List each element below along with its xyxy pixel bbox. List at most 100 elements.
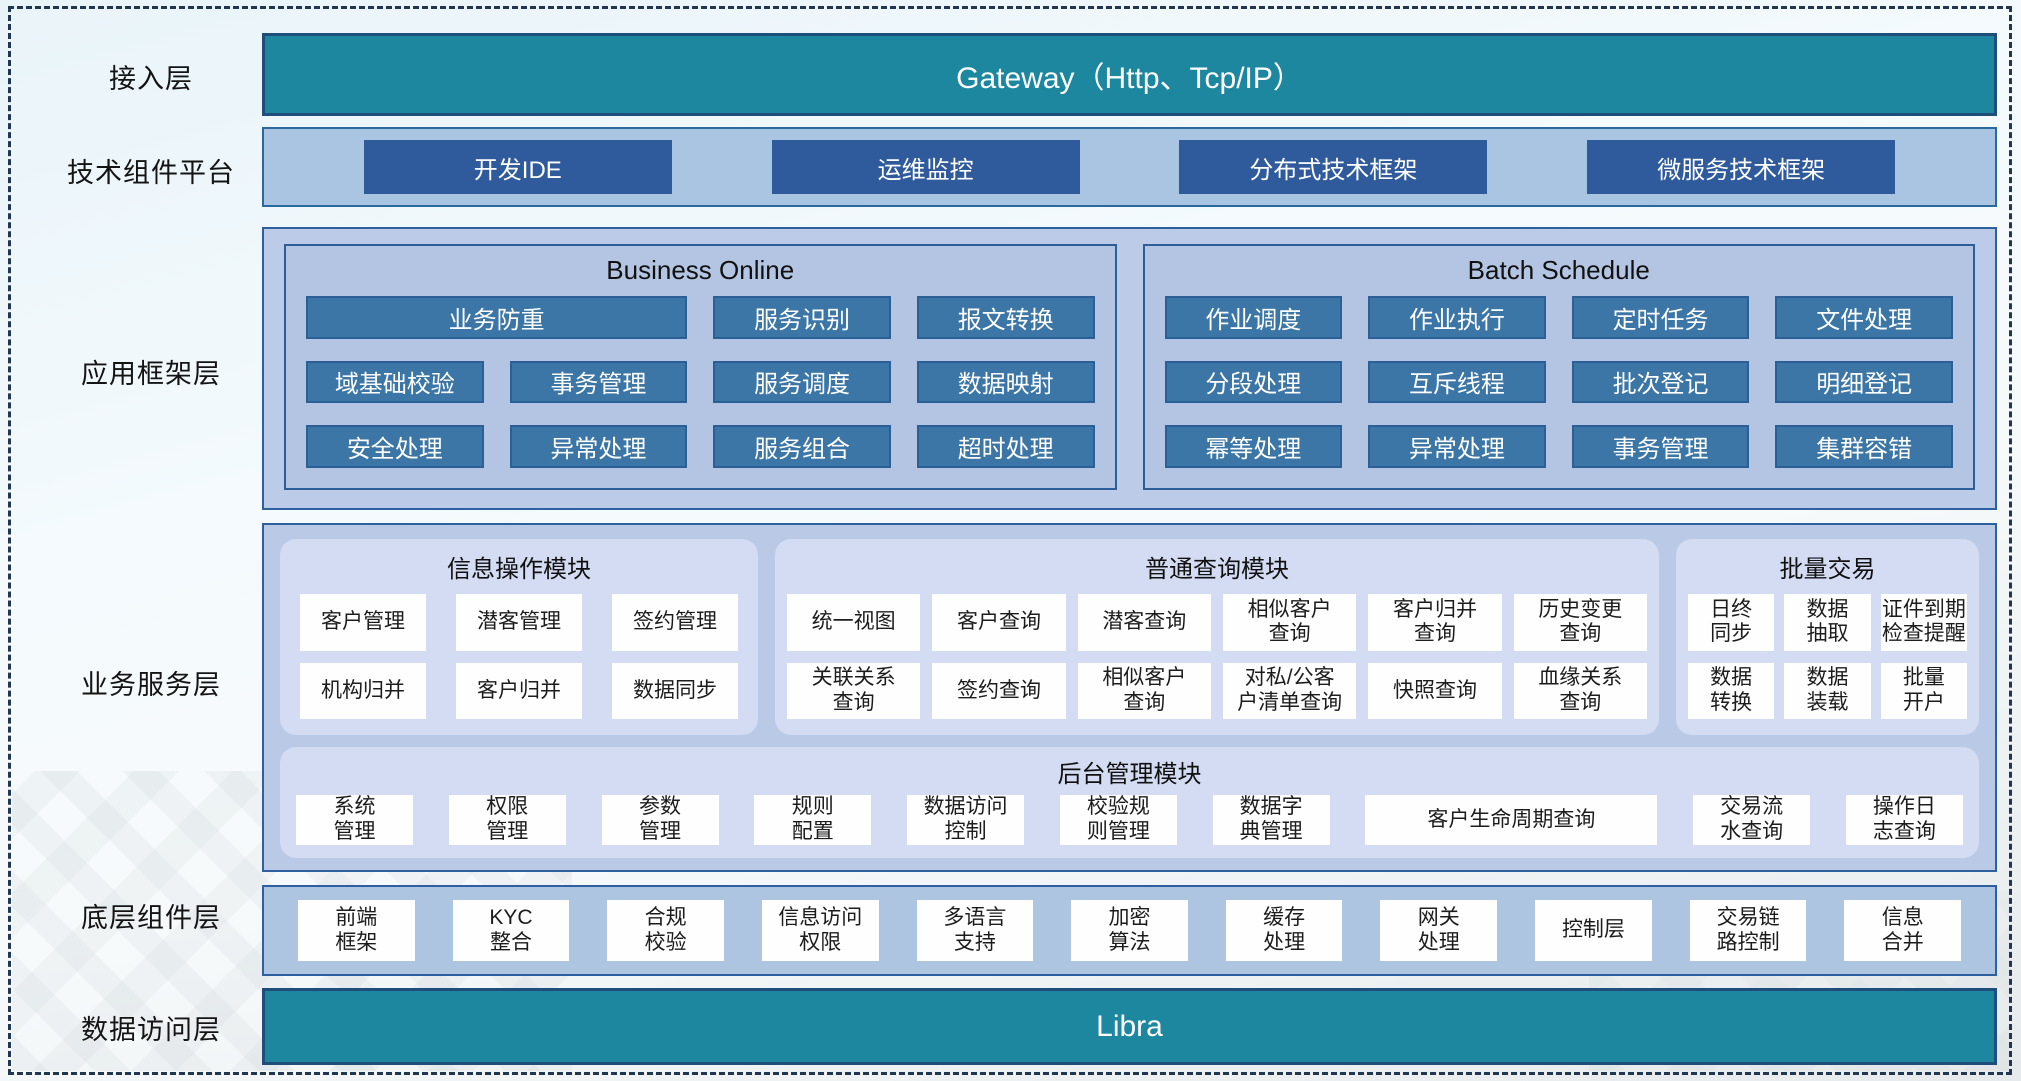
admin-box: 校验规 则管理 [1059, 795, 1177, 845]
framework-box: 服务调度 [713, 360, 891, 404]
service-box: 签约管理 [612, 594, 738, 651]
framework-box: 分段处理 [1164, 360, 1343, 404]
service-box: 客户归并 查询 [1368, 594, 1502, 651]
framework-box: 明细登记 [1775, 360, 1953, 404]
admin-module-title: 后台管理模块 [1057, 761, 1202, 789]
common-query-title: 普通查询模块 [1145, 556, 1289, 583]
framework-box: 作业执行 [1368, 296, 1546, 339]
framework-box: 异常处理 [1368, 425, 1546, 468]
info-operation-title: 信息操作模块 [447, 556, 591, 583]
base-component-box: 前端 框架 [298, 900, 415, 961]
base-component-box: 缓存 处理 [1225, 900, 1343, 961]
framework-box: 定时任务 [1571, 296, 1750, 339]
base-component-box: 网关 处理 [1380, 900, 1498, 961]
framework-box: 数据映射 [916, 360, 1095, 404]
base-component-box: 控制层 [1535, 900, 1652, 961]
libra-bar: Libra [262, 988, 1997, 1065]
admin-module-row: 系统 管理权限 管理参数 管理规则 配置数据访问 控制校验规 则管理数据字 典管… [280, 795, 1979, 858]
framework-box: 幂等处理 [1164, 425, 1343, 468]
admin-box: 数据字 典管理 [1212, 795, 1330, 845]
framework-box: 集群容错 [1775, 425, 1953, 468]
service-box: 客户归并 [456, 662, 582, 720]
framework-box: 超时处理 [916, 425, 1095, 468]
tech-component-box: 运维监控 [771, 140, 1080, 194]
service-box: 相似客户 查询 [1077, 662, 1211, 720]
info-operation-grid: 客户管理潜客管理签约管理机构归并客户归并数据同步 [280, 592, 758, 735]
framework-box: 文件处理 [1775, 296, 1953, 339]
business-online-title: Business Online [606, 255, 795, 285]
framework-box: 服务组合 [713, 425, 891, 468]
batch-trade-grid: 日终 同步数据 抽取证件到期 检查提醒数据 转换数据 装载批量 开户 [1676, 592, 1979, 735]
layer-label-data-access: 数据访问层 [81, 1015, 221, 1045]
framework-box: 作业调度 [1164, 296, 1343, 339]
service-box: 客户管理 [300, 594, 426, 651]
base-component-box: 交易链 路控制 [1689, 900, 1807, 961]
framework-box: 批次登记 [1571, 360, 1750, 404]
service-box: 数据 装载 [1784, 662, 1871, 720]
framework-box: 事务管理 [509, 360, 688, 404]
admin-module-panel: 后台管理模块 系统 管理权限 管理参数 管理规则 配置数据访问 控制校验规 则管… [280, 747, 1979, 858]
service-box: 历史变更 查询 [1513, 594, 1647, 651]
base-component-box: 信息 合并 [1844, 900, 1962, 961]
framework-box: 报文转换 [916, 296, 1095, 339]
service-box: 关联关系 查询 [787, 662, 921, 720]
base-component-box: 加密 算法 [1071, 900, 1188, 961]
admin-box: 操作日 志查询 [1845, 795, 1963, 845]
framework-box: 事务管理 [1571, 425, 1750, 468]
service-box: 相似客户 查询 [1222, 594, 1357, 651]
service-box: 快照查询 [1368, 662, 1502, 720]
layer-label-base: 底层组件层 [81, 903, 221, 933]
framework-box: 域基础校验 [306, 360, 484, 404]
service-box: 对私/公客 户清单查询 [1222, 662, 1357, 720]
service-box: 证件到期 检查提醒 [1880, 594, 1967, 651]
service-box: 签约查询 [932, 662, 1066, 720]
tech-component-box: 分布式技术框架 [1179, 140, 1488, 194]
business-online-panel: Business Online 业务防重服务识别报文转换域基础校验事务管理服务调… [284, 244, 1117, 490]
admin-box: 参数 管理 [601, 795, 719, 845]
libra-label: Libra [1096, 1009, 1163, 1043]
layer-label-access: 接入层 [109, 64, 193, 94]
admin-box: 规则 配置 [754, 795, 872, 845]
service-box: 潜客管理 [456, 594, 582, 651]
batch-schedule-title: Batch Schedule [1467, 255, 1650, 285]
common-query-grid: 统一视图客户查询潜客查询相似客户 查询客户归并 查询历史变更 查询关联关系 查询… [775, 592, 1659, 735]
base-component-box: 合规 校验 [607, 900, 724, 961]
layer-label-app: 应用框架层 [81, 359, 221, 389]
admin-box: 交易流 水查询 [1693, 795, 1811, 845]
service-box: 统一视图 [787, 594, 921, 651]
service-box: 日终 同步 [1688, 594, 1775, 651]
service-box: 批量 开户 [1880, 662, 1967, 720]
service-box: 潜客查询 [1077, 594, 1211, 651]
layer-label-tech: 技术组件平台 [67, 158, 235, 188]
gateway-label: Gateway（Http、Tcp/IP） [956, 61, 1303, 95]
layer-label-service: 业务服务层 [81, 670, 221, 700]
service-box: 数据 转换 [1688, 662, 1775, 720]
admin-box: 系统 管理 [296, 795, 413, 845]
framework-box: 安全处理 [306, 425, 484, 468]
batch-trade-panel: 批量交易 日终 同步数据 抽取证件到期 检查提醒数据 转换数据 装载批量 开户 [1676, 539, 1979, 736]
admin-box: 数据访问 控制 [907, 795, 1025, 845]
gateway-bar: Gateway（Http、Tcp/IP） [262, 33, 1997, 116]
tech-component-box: 开发IDE [363, 140, 672, 194]
service-box: 数据 抽取 [1784, 594, 1871, 651]
admin-box: 权限 管理 [448, 795, 566, 845]
service-box: 机构归并 [300, 662, 426, 720]
service-box: 客户查询 [932, 594, 1066, 651]
framework-box: 异常处理 [509, 425, 688, 468]
batch-schedule-grid: 作业调度作业执行定时任务文件处理分段处理互斥线程批次登记明细登记幂等处理异常处理… [1145, 296, 1974, 488]
service-box: 数据同步 [612, 662, 738, 720]
base-component-box: KYC 整合 [452, 900, 570, 961]
batch-schedule-panel: Batch Schedule 作业调度作业执行定时任务文件处理分段处理互斥线程批… [1142, 244, 1975, 490]
base-component-box: 信息访问 权限 [761, 900, 879, 961]
service-top-row: 信息操作模块 客户管理潜客管理签约管理机构归并客户归并数据同步 普通查询模块 统… [280, 539, 1979, 736]
tech-component-box: 微服务技术框架 [1587, 140, 1896, 194]
framework-box: 互斥线程 [1368, 360, 1546, 404]
batch-trade-title: 批量交易 [1779, 556, 1876, 583]
framework-box: 服务识别 [713, 296, 891, 339]
info-operation-panel: 信息操作模块 客户管理潜客管理签约管理机构归并客户归并数据同步 [280, 539, 758, 736]
tech-platform-row: 开发IDE 运维监控 分布式技术框架 微服务技术框架 [262, 127, 1997, 207]
business-online-grid: 业务防重服务识别报文转换域基础校验事务管理服务调度数据映射安全处理异常处理服务组… [286, 296, 1115, 488]
business-service-container: 信息操作模块 客户管理潜客管理签约管理机构归并客户归并数据同步 普通查询模块 统… [262, 523, 1997, 872]
service-box: 血缘关系 查询 [1513, 662, 1647, 720]
